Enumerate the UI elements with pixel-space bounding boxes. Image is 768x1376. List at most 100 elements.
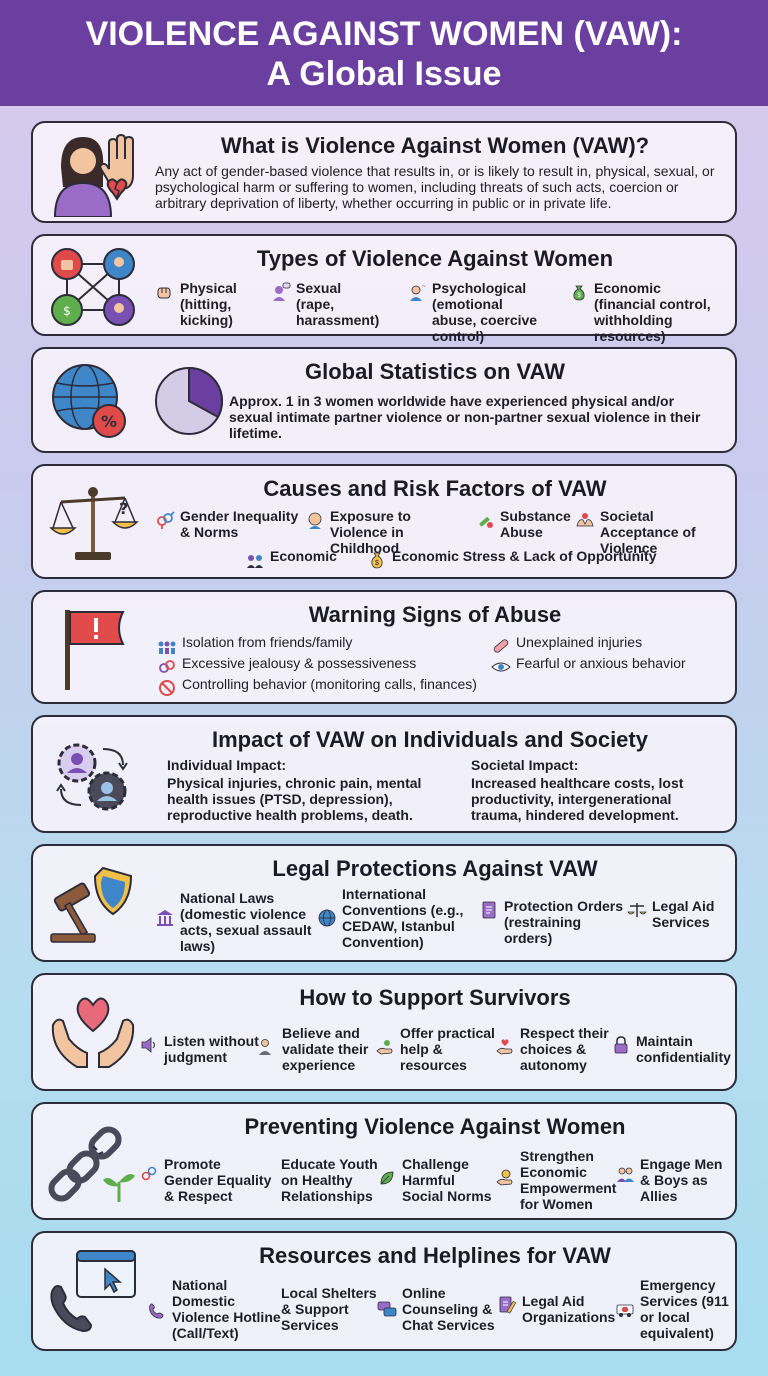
impact-card: Impact of VAW on Individuals and Society… <box>31 715 737 833</box>
page-header: VIOLENCE AGAINST WOMEN (VAW): A Global I… <box>0 0 768 106</box>
ambulance-icon <box>616 1304 634 1317</box>
cause-societal-acceptance-label: Societal Acceptance of Violence <box>600 508 696 556</box>
cause-substance-abuse-label: Substance Abuse <box>500 508 571 540</box>
hands-group-icon <box>576 513 594 527</box>
warning-jealousy-label: Excessive jealousy & possessiveness <box>182 655 417 671</box>
individual-impact-body: Physical injuries, chronic pain, mental … <box>167 775 422 823</box>
cause-economic-stress-label: Economic Stress & Lack of Opportunity <box>392 548 657 564</box>
prevent-economic-empowerment-label: Strengthen Economic Empowerment for Wome… <box>520 1148 617 1212</box>
what-is-vaw-card: What is Violence Against Women (VAW)? An… <box>31 121 737 223</box>
types-title: Types of Violence Against Women <box>256 246 614 271</box>
prevent-economic-empowerment: Strengthen Economic Empowerment for Wome… <box>495 1148 618 1212</box>
money-hand-icon <box>496 1169 513 1186</box>
legal-international: International Conventions (e.g., CEDAW, … <box>317 886 466 950</box>
type-economic: $ Economic(financial control, withholdin… <box>569 280 734 344</box>
cause-economic-stress: $ Economic Stress & Lack of Opportunity <box>367 548 657 570</box>
money-bag-icon: $ <box>371 552 383 569</box>
globe-percent-icon: % <box>52 364 126 438</box>
money-bag-hand-icon: $ <box>573 285 585 301</box>
support-listen-label: Listen without judgment <box>164 1033 259 1065</box>
causes-card: ? Causes and Risk Factors of VAW Gender … <box>31 464 737 579</box>
support-title: How to Support Survivors <box>299 985 571 1010</box>
cause-childhood-exposure-label: Exposure to Violence in Childhood <box>330 508 411 556</box>
support-respect-label: Respect their choices & autonomy <box>520 1025 609 1073</box>
legal-protection-orders: Protection Orders (restraining orders) <box>479 898 626 946</box>
bandage-icon <box>493 639 509 653</box>
globe-icon <box>318 909 336 927</box>
jealousy-icon <box>159 660 175 673</box>
cause-substance-abuse: Substance Abuse <box>475 508 572 540</box>
societal-impact-section: Societal Impact: Increased healthcare co… <box>471 757 711 823</box>
distressed-person-icon: ~ <box>410 284 426 301</box>
resource-shelters-label: Local Shelters & Support Services <box>281 1285 377 1333</box>
resource-emergency: Emergency Services (911 or local equival… <box>615 1277 732 1341</box>
societal-impact-heading: Societal Impact: <box>471 757 579 773</box>
woman-stop-hand-icon <box>53 133 134 217</box>
individual-impact-heading: Individual Impact: <box>167 757 287 773</box>
pie-slice-one-in-three <box>188 366 223 419</box>
document-icon <box>482 901 496 919</box>
cause-childhood-exposure: Exposure to Violence in Childhood <box>305 508 472 556</box>
type-sexual-name: Sexual <box>296 280 342 296</box>
warning-injuries: Unexplained injuries <box>491 634 642 656</box>
stats-card: % Global Statistics on VAW Approx. 1 in … <box>31 347 737 453</box>
support-practical-help-label: Offer practical help & resources <box>400 1025 495 1073</box>
prevent-card: Preventing Violence Against Women Promot… <box>31 1102 737 1220</box>
svg-text:~: ~ <box>422 284 426 290</box>
svg-text:$: $ <box>577 293 581 299</box>
societal-impact-body: Increased healthcare costs, lost product… <box>471 775 684 823</box>
small-scale-icon <box>627 903 647 917</box>
type-sexual-detail: (rape, harassment) <box>296 296 380 328</box>
support-practical-help: Offer practical help & resources <box>375 1025 496 1073</box>
chat-bubbles-icon <box>377 1301 397 1317</box>
support-believe-label: Believe and validate their experience <box>282 1025 369 1073</box>
legal-national-laws: National Laws (domestic violence acts, s… <box>155 890 312 954</box>
violence-types-network-icon: $ <box>51 248 135 326</box>
support-listen: Listen without judgment <box>139 1033 260 1065</box>
cause-economic: Economic <box>245 548 337 570</box>
resource-hotline: National Domestic Violence Hotline (Call… <box>147 1277 282 1341</box>
support-confidentiality-label: Maintain confidentiality <box>636 1033 731 1065</box>
isolated-people-icon <box>158 641 176 654</box>
resource-legal-aid-label: Legal Aid Organizations <box>522 1293 616 1325</box>
legal-protection-orders-label: Protection Orders (restraining orders) <box>504 898 624 946</box>
prevent-educate-youth: Educate Youth on Healthy Relationships <box>281 1156 381 1204</box>
warning-controlling-label: Controlling behavior (monitoring calls, … <box>182 676 477 692</box>
types-card: $ Types of Violence Against Women Physic… <box>31 234 737 344</box>
type-psychological-name: Psychological <box>432 280 527 296</box>
type-sexual: Sexual(rape, harassment) <box>271 280 380 328</box>
impact-title: Impact of VAW on Individuals and Society <box>212 727 648 752</box>
prevent-challenge-norms: Challenge Harmful Social Norms <box>377 1156 496 1204</box>
support-confidentiality: Maintain confidentiality <box>611 1033 736 1065</box>
prevent-challenge-norms-label: Challenge Harmful Social Norms <box>402 1156 492 1204</box>
svg-text:$: $ <box>63 304 71 318</box>
legal-international-label: International Conventions (e.g., CEDAW, … <box>342 886 464 950</box>
resources-card: Resources and Helplines for VAW National… <box>31 1231 737 1351</box>
type-psychological-detail: (emotional abuse, coercive control) <box>432 296 538 344</box>
type-physical-detail: (hitting, kicking) <box>180 296 233 328</box>
eye-icon <box>491 662 511 672</box>
equality-icon <box>141 1166 157 1181</box>
small-phone-icon <box>149 1303 164 1319</box>
warning-card: Warning Signs of Abuse Isolation from fr… <box>31 590 737 704</box>
resource-online-counseling-label: Online Counseling & Chat Services <box>402 1285 495 1333</box>
svg-text:?: ? <box>119 499 128 518</box>
page-title-line1: VIOLENCE AGAINST WOMEN (VAW): <box>85 15 683 53</box>
person-check-icon <box>259 1039 271 1055</box>
warning-fearful: Fearful or anxious behavior <box>491 655 686 677</box>
what-is-vaw-title: What is Violence Against Women (VAW)? <box>220 133 650 158</box>
leaf-icon <box>380 1171 394 1185</box>
speaker-icon <box>141 1037 155 1053</box>
stats-body: Approx. 1 in 3 women worldwide have expe… <box>229 393 701 441</box>
support-believe: Believe and validate their experience <box>257 1025 374 1073</box>
two-people-icon <box>617 1167 634 1182</box>
courthouse-icon <box>157 910 173 926</box>
resource-legal-aid: Legal Aid Organizations <box>497 1293 618 1325</box>
lock-icon <box>614 1036 628 1054</box>
type-economic-detail: (financial control, withholding resource… <box>594 296 711 344</box>
warning-title: Warning Signs of Abuse <box>308 602 562 627</box>
support-respect: Respect their choices & autonomy <box>495 1025 610 1073</box>
type-physical-name: Physical <box>180 280 237 296</box>
impact-gears-icon <box>56 743 128 811</box>
gavel-shield-icon <box>50 866 133 943</box>
